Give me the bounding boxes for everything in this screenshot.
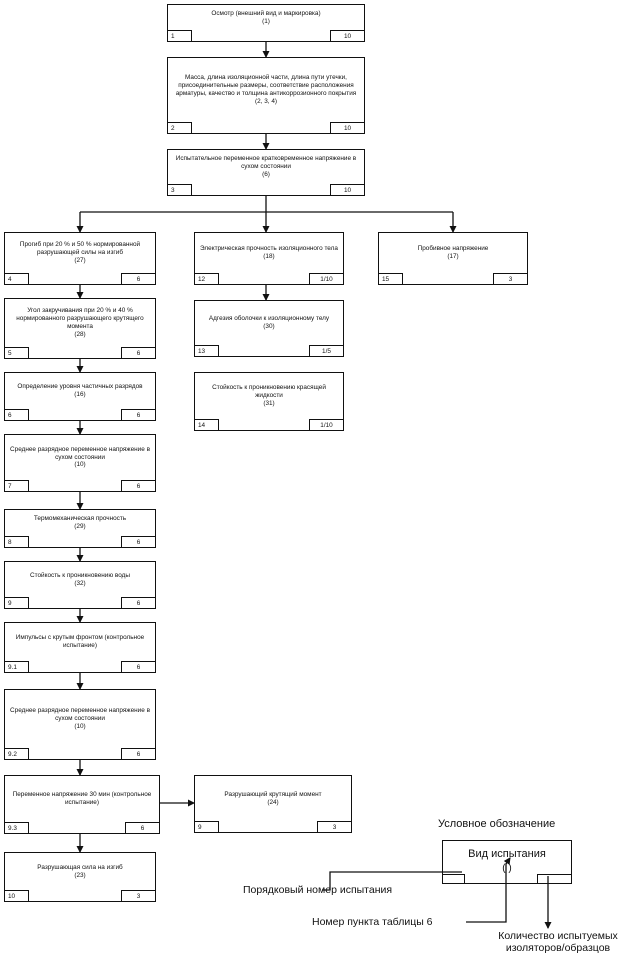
test-box-16: Адгезия оболочки к изоляционному телу (3… [194,300,344,357]
test-box-quantity: 6 [125,822,159,833]
test-box-9: Стойкость к проникновению воды (32) 9 6 [4,561,156,609]
test-box-seq-number: 2 [168,122,192,133]
test-box-quantity: 3 [121,890,155,901]
test-box-text: Масса, длина изоляционной части, длина п… [175,74,357,105]
legend-label-qty: Количество испытуемых изоляторов/образцо… [484,930,632,954]
test-box-seq-number: 4 [5,273,29,284]
test-box-quantity: 10 [330,184,364,195]
test-box-quantity: 1/5 [309,345,343,356]
test-box-quantity: 3 [317,821,351,832]
test-box-seq-number: 13 [195,345,219,356]
test-box-15: Электрическая прочность изоляционного те… [194,232,344,285]
test-box-seq-number: 10 [5,890,29,901]
test-box-seq-number: 5 [5,347,29,358]
test-box-text: Адгезия оболочки к изоляционному телу (3… [208,315,330,330]
test-box-2: Масса, длина изоляционной части, длина п… [167,57,365,134]
test-box-quantity: 6 [121,748,155,759]
test-box-quantity: 10 [330,30,364,41]
legend-leader-seq [322,871,462,891]
test-box-text: Термомеханическая прочность (29) [33,515,127,530]
test-box-quantity: 6 [121,661,155,672]
test-box-seq-number: 14 [195,419,219,430]
test-box-text: Импульсы с крутым фронтом (контрольное и… [15,634,145,649]
test-box-text: Осмотр (внешний вид и маркировка) (1) [211,9,321,25]
test-box-seq-number: 7 [5,480,29,491]
test-box-text: Угол закручивания при 20 % и 40 % нормир… [16,307,144,338]
test-box-7: Среднее разрядное переменное напряжение … [4,434,156,492]
test-box-seq-number: 3 [168,184,192,195]
test-box-14: Разрушающий крутящий момент (24) 9 3 [194,775,352,833]
test-box-seq-number: 6 [5,409,29,420]
test-box-6: Определение уровня частичных разрядов (1… [4,372,156,421]
test-box-seq-number: 1 [168,30,192,41]
legend-box: Вид испытания ( ) [442,840,572,884]
test-box-12: Переменное напряжение 30 мин (контрольно… [4,775,160,834]
legend-leader-item [466,857,511,923]
test-box-seq-number: 9.3 [5,822,29,833]
test-box-seq-number: 9 [195,821,219,832]
test-box-quantity: 1/10 [309,273,343,284]
test-box-text: Среднее разрядное переменное напряжение … [10,707,150,730]
test-box-seq-number: 9.2 [5,748,29,759]
test-box-quantity: 10 [330,122,364,133]
test-box-13: Разрушающая сила на изгиб (23) 10 3 [4,852,156,902]
test-box-quantity: 6 [121,597,155,608]
test-box-text: Разрушающий крутящий момент (24) [224,790,322,806]
test-box-text: Среднее разрядное переменное напряжение … [10,445,150,469]
test-box-text: Прогиб при 20 % и 50 % нормированной раз… [19,241,141,264]
test-box-text: Электрическая прочность изоляционного те… [200,245,338,260]
test-box-quantity: 6 [121,480,155,491]
test-box-18: Пробивное напряжение (17) 15 3 [378,232,528,285]
test-box-quantity: 1/10 [309,419,343,430]
test-box-text: Стойкость к проникновению воды (32) [30,571,130,587]
legend-box-seq-cell [443,874,465,883]
test-box-4: Прогиб при 20 % и 50 % нормированной раз… [4,232,156,285]
test-box-text: Пробивное напряжение (17) [417,245,489,260]
legend-label-seq: Порядковый номер испытания [243,884,393,896]
test-box-seq-number: 8 [5,536,29,547]
test-box-17: Стойкость к проникновению красящей жидко… [194,372,344,431]
legend-box-item-paren: ( ) [502,863,512,874]
test-box-quantity: 6 [121,273,155,284]
test-box-11: Среднее разрядное переменное напряжение … [4,689,156,760]
test-box-text: Разрушающая сила на изгиб (23) [37,863,123,879]
test-box-text: Определение уровня частичных разрядов (1… [17,383,143,398]
test-box-text: Испытательное переменное кратковременное… [175,155,357,178]
test-box-quantity: 6 [121,347,155,358]
test-box-seq-number: 12 [195,273,219,284]
legend-label-qty-text: Количество испытуемых изоляторов/образцо… [498,930,618,955]
legend-title: Условное обозначение [438,818,556,830]
test-box-text: Стойкость к проникновению красящей жидко… [212,384,326,407]
legend-label-item: Номер пункта таблицы 6 [312,916,433,928]
test-box-seq-number: 9.1 [5,661,29,672]
test-box-text: Переменное напряжение 30 мин (контрольно… [12,791,152,806]
test-box-quantity: 6 [121,536,155,547]
test-box-5: Угол закручивания при 20 % и 40 % нормир… [4,298,156,359]
test-box-quantity: 6 [121,409,155,420]
test-box-seq-number: 9 [5,597,29,608]
legend-box-label: Вид испытания [468,848,546,860]
test-box-8: Термомеханическая прочность (29) 8 6 [4,509,156,548]
test-box-3: Испытательное переменное кратковременное… [167,149,365,196]
test-box-quantity: 3 [493,273,527,284]
legend-box-qty-cell [537,874,571,883]
test-box-seq-number: 15 [379,273,403,284]
test-box-1: Осмотр (внешний вид и маркировка) (1) 1 … [167,4,365,42]
test-box-10: Импульсы с крутым фронтом (контрольное и… [4,622,156,673]
